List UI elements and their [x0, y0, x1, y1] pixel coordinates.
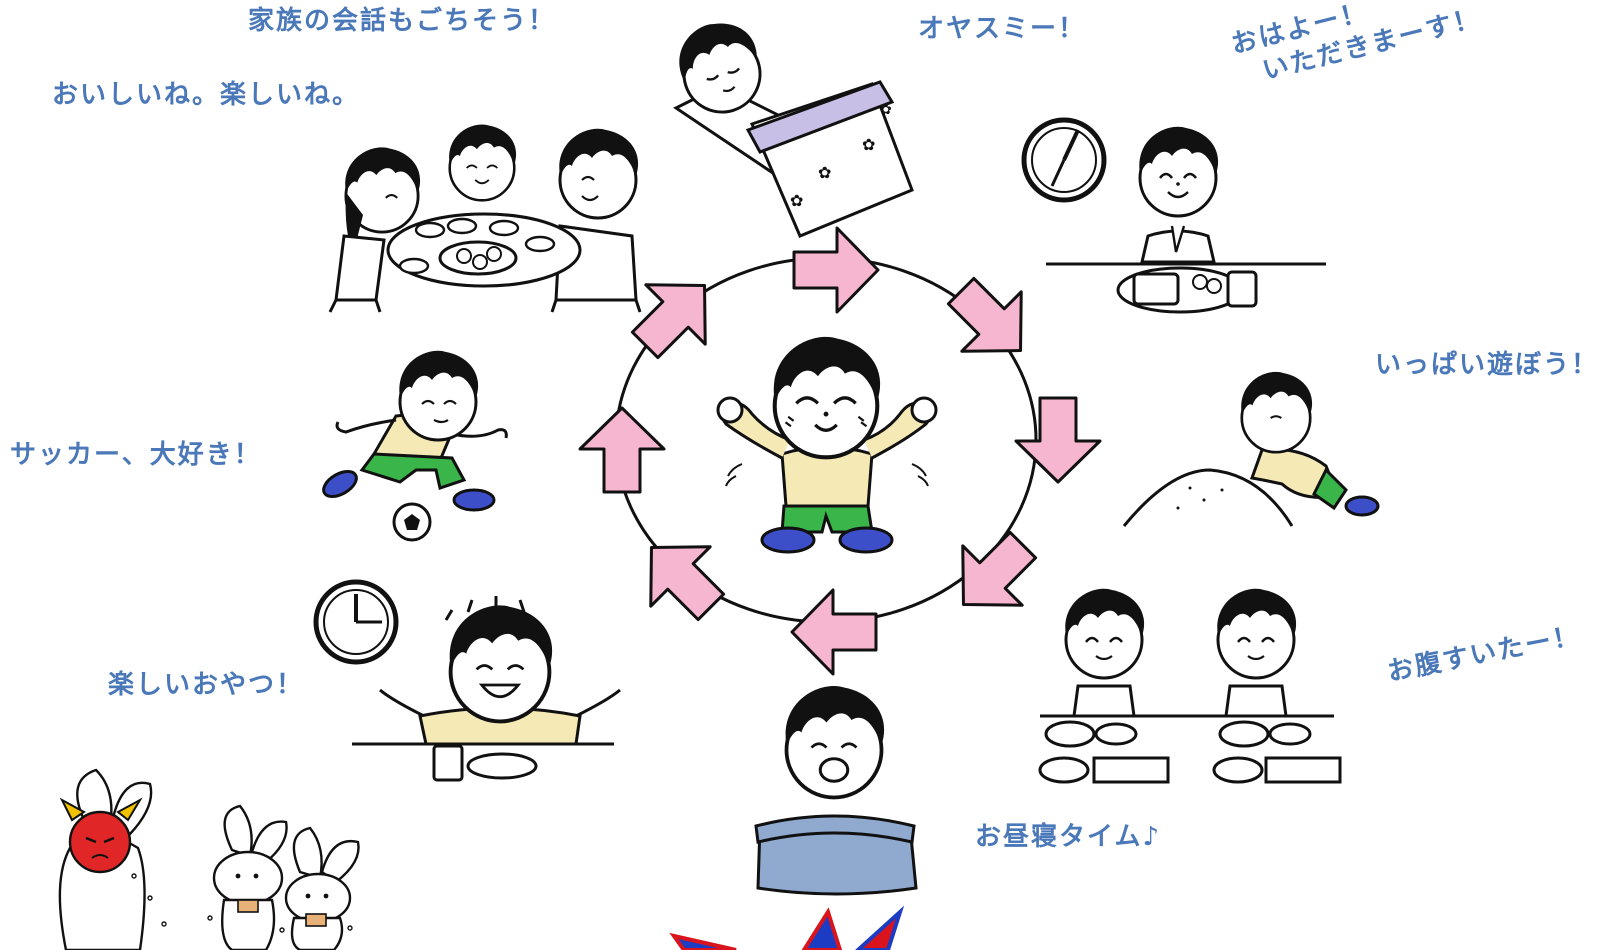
bean-dots — [131, 873, 353, 933]
caption-family-talk: 家族の会話もごちそう！ — [248, 6, 557, 36]
sleeping-boy: ✿ ✿ ✿ ✿ — [667, 11, 914, 238]
star-burst — [669, 905, 905, 950]
svg-text:✿: ✿ — [818, 163, 831, 182]
morning-boy — [1021, 117, 1326, 314]
arrow-icon — [620, 516, 743, 639]
arrow-icon — [790, 588, 878, 676]
caption-nap: お昼寝タイム♪ — [975, 822, 1162, 852]
arrow-icon — [578, 406, 666, 494]
clock-icon — [313, 579, 399, 665]
caption-soccer: サッカー、大好き！ — [10, 440, 262, 470]
rabbit-icon — [284, 826, 360, 950]
rabbit-icon — [58, 768, 153, 950]
soccer-ball-icon — [392, 502, 432, 542]
soccer-boy — [322, 349, 508, 542]
svg-text:✿: ✿ — [862, 135, 875, 154]
arrow-icon — [792, 226, 880, 314]
nap-boy — [754, 684, 918, 896]
caption-snack: 楽しいおやつ！ — [108, 670, 305, 700]
family-dinner — [328, 123, 642, 313]
svg-text:✿: ✿ — [790, 191, 803, 210]
snack-boy — [313, 579, 621, 782]
rabbit-icon — [212, 804, 288, 950]
arrow-icon — [932, 513, 1055, 636]
arrow-icon — [929, 259, 1052, 382]
caption-play: いっぱい遊ぼう！ — [1375, 350, 1600, 380]
playing-boy — [1122, 370, 1380, 527]
caption-good-night: オヤスミー！ — [918, 14, 1087, 44]
svg-text:✿: ✿ — [880, 102, 892, 118]
center-boy — [716, 337, 938, 554]
arrow-icon — [1014, 396, 1102, 484]
caption-tasty-fun: おいしいね。楽しいね。 — [52, 80, 361, 110]
clock-icon — [1021, 117, 1107, 203]
two-kids-eating — [1038, 587, 1342, 784]
